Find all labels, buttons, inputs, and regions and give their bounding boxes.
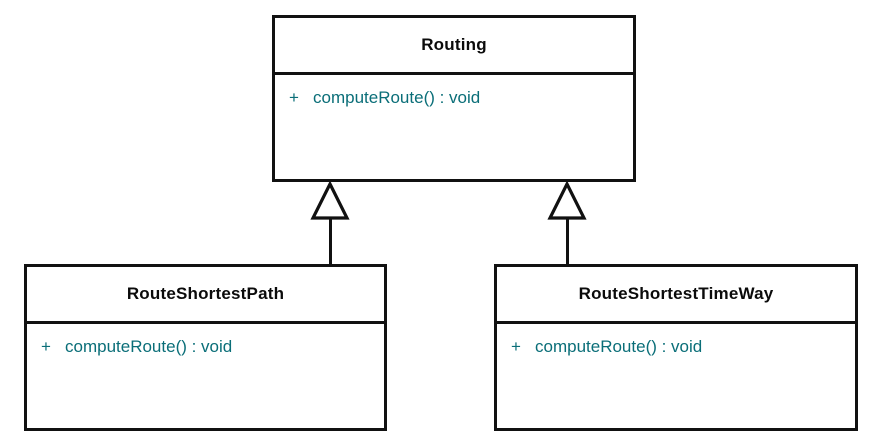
class-member: + computeRoute() : void (27, 336, 384, 358)
generalization-arrowhead-icon (547, 182, 587, 220)
member-visibility-icon: + (289, 88, 299, 107)
generalization-line (565, 217, 569, 264)
member-signature: computeRoute() : void (535, 337, 703, 356)
class-name-route-shortest-time-way: RouteShortestTimeWay (578, 284, 774, 303)
class-box-routing[interactable]: Routing + computeRoute() : void (272, 15, 636, 182)
class-box-route-shortest-time-way[interactable]: RouteShortestTimeWay + computeRoute() : … (494, 264, 858, 431)
class-members-route-shortest-path: + computeRoute() : void (27, 324, 384, 358)
class-name-routing: Routing (421, 35, 487, 54)
class-box-route-shortest-path[interactable]: RouteShortestPath + computeRoute() : voi… (24, 264, 387, 431)
generalization-route-shortest-time-way-to-routing (547, 182, 587, 264)
generalization-arrowhead-icon (310, 182, 350, 220)
class-members-routing: + computeRoute() : void (275, 75, 633, 109)
member-visibility-icon: + (41, 337, 51, 356)
class-compartment-divider (27, 321, 384, 324)
class-compartment-divider (497, 321, 855, 324)
class-members-route-shortest-time-way: + computeRoute() : void (497, 324, 855, 358)
class-member: + computeRoute() : void (497, 336, 855, 358)
generalization-line (328, 217, 332, 264)
class-member: + computeRoute() : void (275, 87, 633, 109)
class-name-route-shortest-path: RouteShortestPath (126, 284, 285, 303)
class-compartment-divider (275, 72, 633, 75)
generalization-route-shortest-path-to-routing (310, 182, 350, 264)
member-visibility-icon: + (511, 337, 521, 356)
member-signature: computeRoute() : void (65, 337, 233, 356)
member-signature: computeRoute() : void (313, 88, 481, 107)
